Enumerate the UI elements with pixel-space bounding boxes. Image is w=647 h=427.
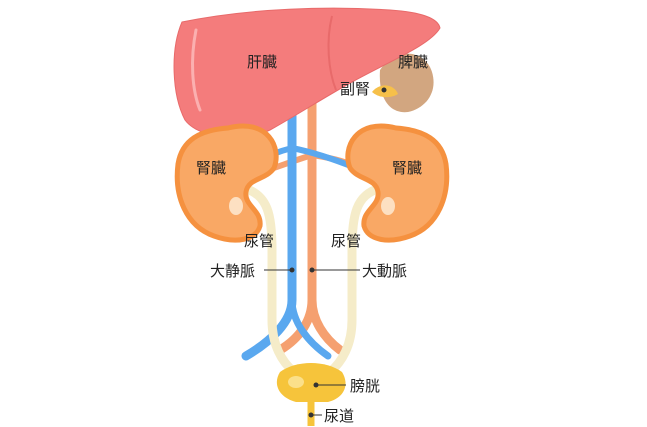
label-bladder: 膀胱 bbox=[350, 377, 380, 395]
label-adrenal: 副腎 bbox=[340, 80, 370, 98]
label-aorta: 大動脈 bbox=[362, 262, 407, 280]
label-kidney-left: 腎臓 bbox=[196, 159, 226, 177]
ureter-right bbox=[325, 183, 385, 377]
label-ureter-left: 尿管 bbox=[244, 232, 274, 250]
bladder bbox=[276, 363, 346, 402]
label-spleen: 脾臓 bbox=[398, 53, 428, 71]
kidney-left bbox=[174, 123, 279, 243]
label-liver: 肝臓 bbox=[247, 53, 277, 71]
adrenal-pointer-dot bbox=[381, 87, 387, 93]
label-vena-cava: 大静脈 bbox=[210, 262, 255, 280]
liver bbox=[173, 7, 441, 138]
spleen bbox=[379, 53, 434, 113]
ureter-left bbox=[239, 183, 299, 377]
label-ureter-right: 尿管 bbox=[331, 232, 361, 250]
kidney-right bbox=[345, 123, 450, 243]
label-urethra: 尿道 bbox=[324, 407, 354, 425]
label-kidney-right: 腎臓 bbox=[392, 159, 422, 177]
